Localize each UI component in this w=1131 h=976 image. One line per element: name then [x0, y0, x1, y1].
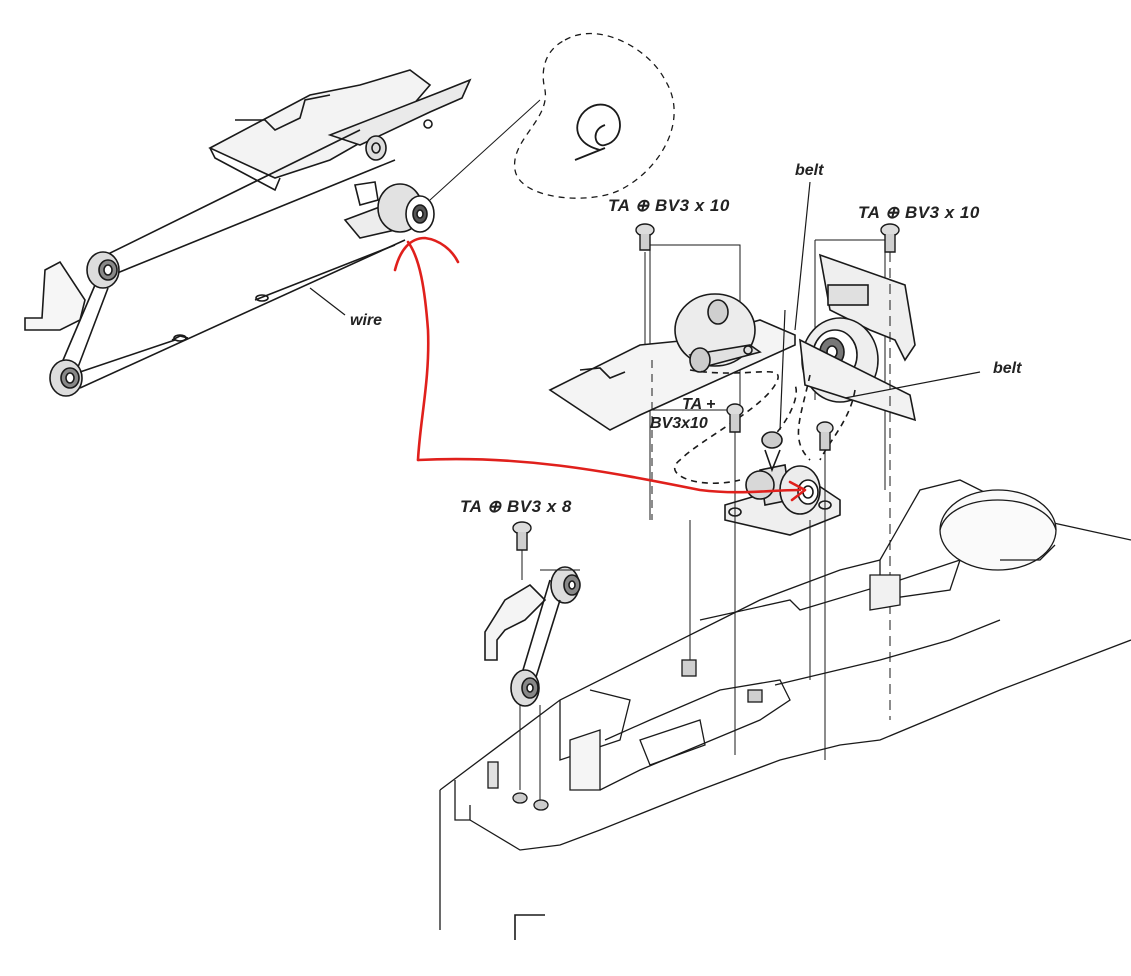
screw-icon: [635, 223, 655, 251]
left-pulley-assembly: [24, 69, 541, 397]
red-annotation-arrow: [393, 236, 807, 502]
screw-label-middle-line2: BV3x10: [650, 415, 708, 432]
screw-label-middle-line1: TA +: [682, 396, 716, 413]
lower-twin-pulley-bracket: [484, 566, 581, 800]
spring-detail-callout: [514, 32, 675, 199]
screw-guide-lines: [521, 252, 891, 760]
chassis-base: [439, 479, 1131, 940]
label-leader-lines: [309, 181, 981, 431]
screw-label-middle: TA + BV3x10: [650, 395, 715, 433]
screw-label-top-center: TA ⊕ BV3 x 10: [608, 196, 730, 215]
screw-icon: [726, 403, 744, 433]
belt-label-right: belt: [993, 360, 1022, 377]
wire-label: wire: [350, 312, 383, 329]
screw-label-top-right: TA ⊕ BV3 x 10: [858, 203, 980, 222]
screw-label-lower-left: TA ⊕ BV3 x 8: [460, 497, 572, 516]
motor-plate-assembly: [548, 244, 797, 520]
belt-label-top: belt: [795, 162, 824, 179]
right-reel-bracket: [797, 239, 917, 490]
screw-icon: [816, 421, 834, 451]
screw-icon: [880, 223, 900, 253]
screw-icon: [512, 521, 532, 551]
